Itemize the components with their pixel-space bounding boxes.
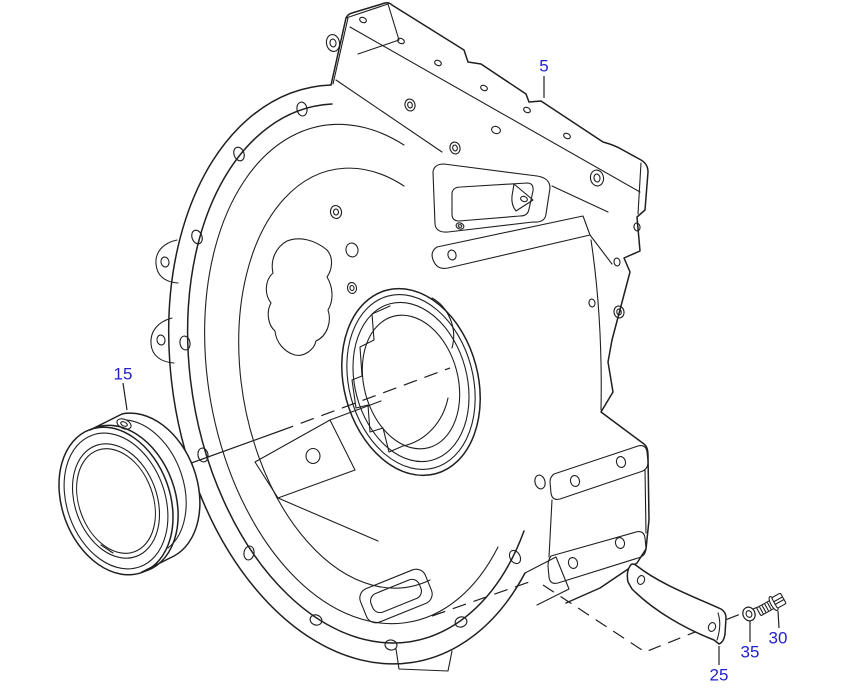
tab-hole [160,256,170,268]
rail-end-cap [345,3,400,55]
interior-pad-hole [305,447,321,465]
plate-hole [707,622,717,632]
rail-left-edge [332,17,349,85]
ring-hole [116,418,132,430]
washer-drawing [742,606,756,622]
ledge-bar [431,215,613,411]
rail-lower-edge [335,79,443,153]
mounting-pads [547,445,649,584]
housing-body-outline [330,2,650,604]
interior-pad [254,419,356,499]
bottom-right-step [524,556,570,606]
flywheel-housing-drawing [150,2,650,672]
callout-25[interactable]: 25 [709,665,729,685]
sealing-ring-drawing [58,412,201,576]
flange-inner-rim [186,103,525,644]
bowl-interior [254,204,481,624]
flange-bolt-holes [179,101,546,651]
rail-holes [325,16,571,140]
tab-hole [156,334,166,346]
plate-hole [636,575,646,585]
crankshaft-bore [341,287,481,477]
leader-line-15 [122,382,128,411]
right-side-holes [588,162,642,319]
cover-plate-drawing [626,563,727,645]
callout-35[interactable]: 35 [740,642,760,662]
bottom-notch [395,648,453,672]
callout-5[interactable]: 5 [539,56,549,76]
flange-tab [155,239,179,284]
rail-lower-edge [551,185,609,213]
callout-30[interactable]: 30 [768,628,788,648]
bolt-drawing [756,592,787,616]
leader-line-30 [777,610,780,629]
bowl-inner-wall [238,167,431,589]
callout-15[interactable]: 15 [113,364,133,384]
flange-tab [150,317,175,364]
inspection-window [432,163,551,233]
cast-boss-blob [265,238,333,356]
rail-face-line [349,26,641,193]
bottom-slot [359,568,433,624]
bowl-edge [204,123,499,625]
block-face-holes [404,98,501,155]
